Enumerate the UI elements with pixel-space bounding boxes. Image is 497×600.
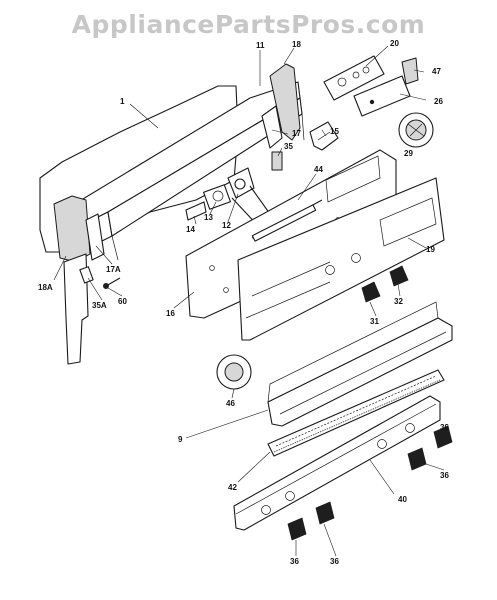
- leader-lines: [53, 45, 447, 557]
- callout-12: 12: [222, 221, 231, 230]
- callout-14: 14: [186, 225, 195, 234]
- callout-35a: 35A: [92, 301, 107, 310]
- callout-36-upper: 36: [440, 423, 449, 432]
- callout-32: 32: [394, 297, 403, 306]
- callout-19: 19: [426, 245, 435, 254]
- callout-17: 17: [292, 129, 301, 138]
- callout-44: 44: [314, 165, 323, 174]
- callout-15: 15: [330, 127, 339, 136]
- callout-31: 31: [370, 317, 379, 326]
- callout-40: 40: [398, 495, 407, 504]
- callout-9: 9: [178, 435, 183, 444]
- callouts: 1 11 18 20 47 26 17 15 35 29 44 13 12 14…: [38, 39, 449, 566]
- side-bracket-left: [53, 195, 105, 263]
- control-knobs: [361, 265, 409, 303]
- callout-47: 47: [432, 67, 441, 76]
- lower-trim: [233, 395, 441, 531]
- callout-13: 13: [204, 213, 213, 222]
- trim-panel: [267, 301, 453, 427]
- connectors: [271, 121, 339, 171]
- callout-36-middle: 36: [440, 471, 449, 480]
- callout-11: 11: [256, 41, 265, 50]
- callout-36-lower-left: 36: [290, 557, 299, 566]
- side-bracket-right: [261, 63, 301, 149]
- callout-42: 42: [228, 483, 237, 492]
- push-button: [216, 354, 252, 390]
- callout-18: 18: [292, 40, 301, 49]
- front-panel: [237, 177, 445, 341]
- clock-module: [323, 55, 419, 117]
- callout-26: 26: [434, 97, 443, 106]
- callout-20: 20: [390, 39, 399, 48]
- callout-17a: 17A: [106, 265, 121, 274]
- vent-strip: [267, 369, 445, 457]
- callout-16: 16: [166, 309, 175, 318]
- strap: [63, 253, 121, 365]
- switch-assembly: [185, 167, 271, 231]
- control-panel-frame: [57, 81, 305, 261]
- callout-36-lower-right: 36: [330, 557, 339, 566]
- watermark: AppliancePartsPros.com: [71, 10, 426, 39]
- callout-60: 60: [118, 297, 127, 306]
- callout-35: 35: [284, 142, 293, 151]
- callout-18a: 18A: [38, 283, 53, 292]
- callout-29: 29: [404, 149, 413, 158]
- callout-46: 46: [226, 399, 235, 408]
- burner-knobs: [287, 425, 453, 541]
- callout-1: 1: [120, 97, 125, 106]
- round-knob: [398, 112, 434, 148]
